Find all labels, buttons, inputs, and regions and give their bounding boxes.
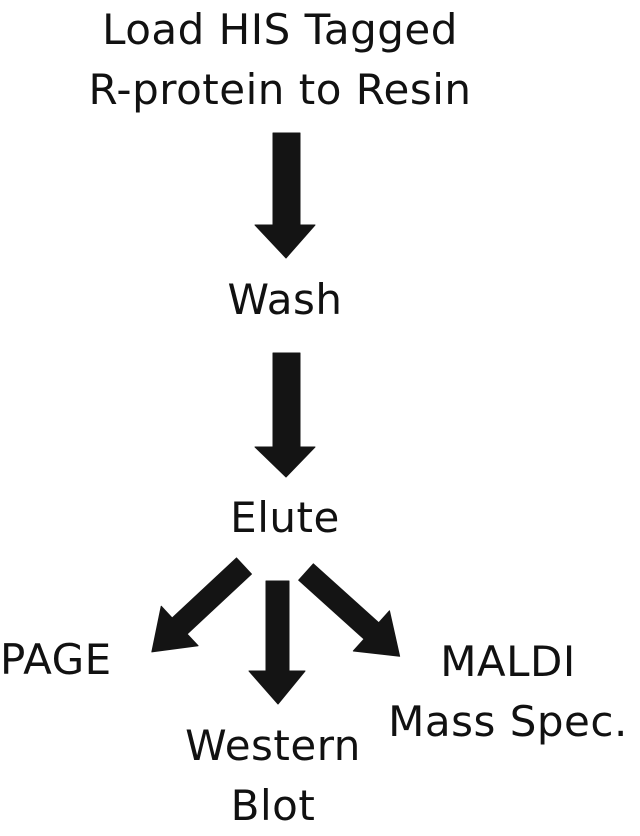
output-western-blot-label: Western Blot: [163, 716, 383, 836]
arrow-wash-to-elute: [254, 352, 316, 478]
output-page-label: PAGE: [0, 630, 112, 690]
output-western-line-1: Western: [185, 721, 361, 770]
step-wash-line-1: Wash: [227, 275, 343, 324]
output-page-line-1: PAGE: [0, 635, 112, 684]
step-elute-label: Elute: [135, 488, 435, 548]
step-elute-line-1: Elute: [230, 493, 340, 542]
arrow-elute-to-page: [151, 557, 253, 653]
step-load-label: Load HIS Tagged R-protein to Resin: [0, 0, 560, 120]
output-maldi-label: MALDI Mass Spec.: [376, 632, 640, 752]
arrow-elute-to-western: [248, 580, 306, 705]
arrow-elute-to-maldi: [298, 563, 401, 657]
output-western-line-2: Blot: [230, 781, 316, 830]
step-load-line-1: Load HIS Tagged: [102, 5, 458, 54]
output-maldi-line-1: MALDI: [440, 637, 576, 686]
step-load-line-2: R-protein to Resin: [88, 65, 472, 114]
arrow-load-to-wash: [254, 132, 316, 259]
step-wash-label: Wash: [135, 270, 435, 330]
output-maldi-line-2: Mass Spec.: [388, 697, 628, 746]
